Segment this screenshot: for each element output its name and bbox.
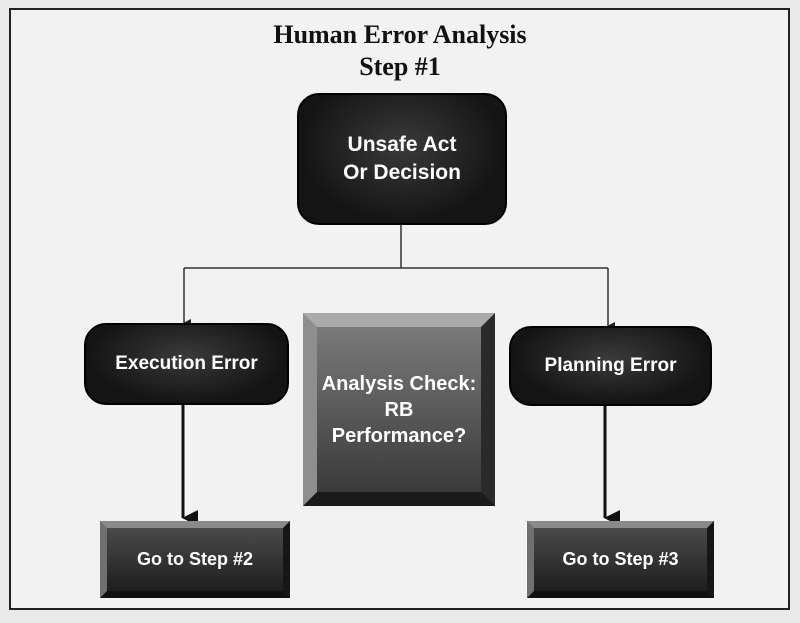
diagram-subtitle: Step #1 (359, 52, 441, 81)
analysis-check-node: Analysis Check: RB Performance? (303, 313, 495, 506)
unsafe-act-node: Unsafe Act Or Decision (297, 93, 507, 225)
go-to-step2-node: Go to Step #2 (100, 521, 290, 598)
go-to-step3-node: Go to Step #3 (527, 521, 714, 598)
execution-error-node: Execution Error (84, 323, 289, 405)
planning-error-node: Planning Error (509, 326, 712, 406)
diagram-title: Human Error Analysis (273, 20, 527, 49)
